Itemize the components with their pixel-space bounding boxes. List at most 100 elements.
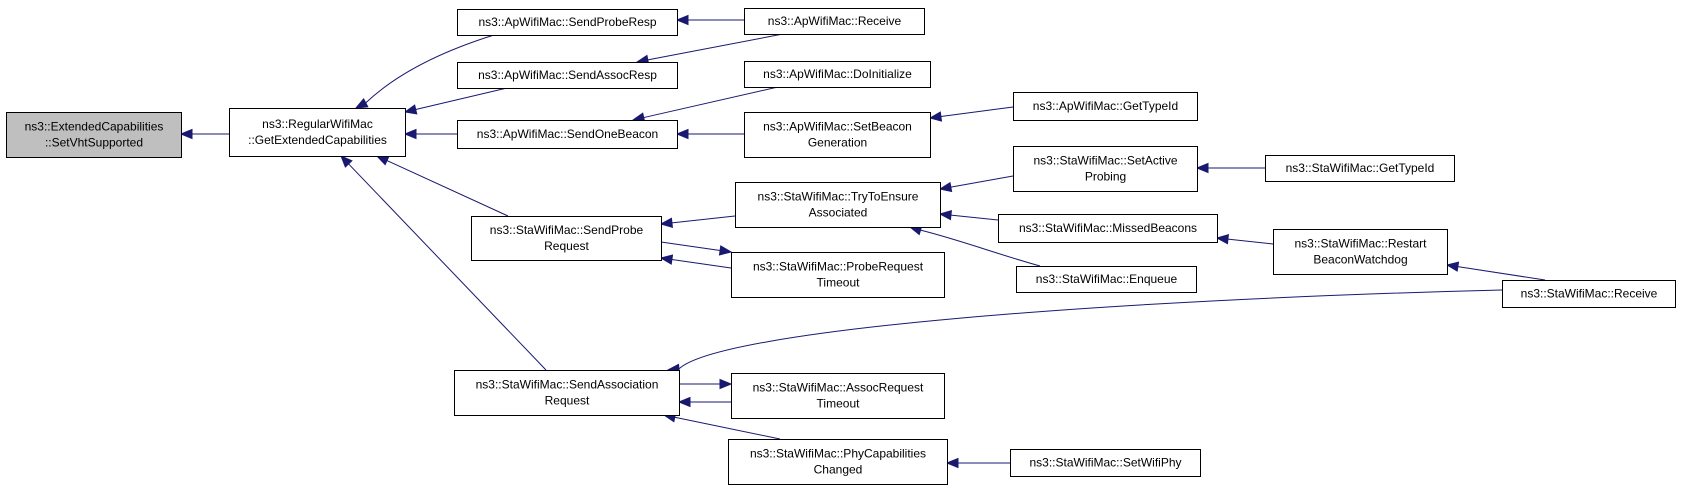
node-box[interactable] [731, 373, 945, 419]
edge-n1-to-n0 [179, 128, 229, 140]
arrowhead [675, 128, 689, 140]
edge-n4-to-n1 [403, 128, 457, 140]
arrowhead [718, 245, 733, 256]
node-box[interactable] [457, 62, 678, 89]
node-box[interactable] [471, 216, 662, 261]
node-label: ns3::StaWifiMac::Restart [1294, 237, 1427, 251]
node-label: ns3::StaWifiMac::MissedBeacons [1019, 221, 1197, 235]
edge-line [660, 241, 721, 251]
node-label: ns3::ApWifiMac::GetTypeId [1033, 99, 1178, 113]
node-box[interactable] [229, 108, 406, 157]
node-n4[interactable]: ns3::ApWifiMac::SendOneBeacon [457, 120, 678, 149]
node-n14[interactable]: ns3::ApWifiMac::GetTypeId [1013, 92, 1198, 121]
edge-n7-to-n2 [675, 14, 744, 26]
node-box[interactable] [744, 8, 925, 35]
node-label: ns3::ApWifiMac::SendAssocResp [478, 68, 657, 82]
node-box[interactable] [1016, 266, 1197, 293]
edge-n10-to-n5 [659, 215, 736, 228]
node-n17[interactable]: ns3::StaWifiMac::Enqueue [1016, 266, 1197, 293]
edge-n12-to-n6 [677, 396, 731, 408]
edge-n14-to-n9 [928, 106, 1014, 122]
edge-n7-to-n3 [635, 33, 784, 65]
node-box[interactable] [998, 214, 1218, 243]
edge-line [386, 160, 509, 217]
edge-n20-to-n16 [1215, 234, 1274, 245]
node-label: Generation [808, 136, 867, 150]
edge-n5-to-n1 [375, 155, 509, 217]
node-box[interactable] [457, 9, 678, 36]
edge-n16-to-n10 [938, 209, 999, 221]
node-label: ns3::StaWifiMac::Enqueue [1036, 272, 1178, 286]
node-box[interactable] [1013, 92, 1198, 121]
node-box[interactable] [731, 252, 945, 298]
node-box[interactable] [6, 112, 182, 158]
node-box[interactable] [454, 370, 680, 416]
arrowhead [719, 378, 733, 390]
node-label: Changed [814, 463, 863, 477]
edge-line [643, 86, 779, 119]
node-box[interactable] [1265, 155, 1455, 182]
node-label: ns3::StaWifiMac::PhyCapabilities [750, 447, 926, 461]
node-n19[interactable]: ns3::StaWifiMac::GetTypeId [1265, 155, 1455, 182]
node-label: ns3::StaWifiMac::SendAssociation [476, 378, 659, 392]
node-box[interactable] [735, 182, 941, 228]
node-label: ::SetVhtSupported [45, 136, 143, 150]
edge-n8-to-n4 [631, 86, 779, 123]
node-n3[interactable]: ns3::ApWifiMac::SendAssocResp [457, 62, 678, 89]
node-label: Probing [1085, 170, 1126, 184]
edge-n6-to-n12 [679, 378, 733, 390]
node-box[interactable] [1273, 229, 1448, 275]
edge-line [940, 106, 1014, 118]
node-label: ns3::ApWifiMac::SendProbeResp [478, 15, 656, 29]
arrowhead [179, 128, 193, 140]
arrowhead [1215, 234, 1229, 245]
node-box[interactable] [728, 439, 948, 485]
edge-line [671, 259, 732, 269]
node-box[interactable] [1010, 449, 1201, 477]
edge-line [920, 229, 1041, 267]
node-box[interactable] [744, 61, 931, 88]
node-label: Associated [809, 206, 868, 220]
node-label: ns3::RegularWifiMac [262, 117, 373, 131]
node-label: ns3::StaWifiMac::Receive [1521, 287, 1658, 301]
arrowhead [375, 155, 390, 166]
edge-n2-to-n1 [354, 34, 495, 109]
node-label: BeaconWatchdog [1313, 253, 1407, 267]
nodes-layer: ns3::ExtendedCapabilities::SetVhtSupport… [6, 8, 1676, 485]
edge-line [365, 34, 495, 104]
edge-line [1227, 238, 1274, 245]
node-box[interactable] [1013, 146, 1198, 192]
node-n18[interactable]: ns3::StaWifiMac::SetWifiPhy [1010, 449, 1201, 477]
node-n8[interactable]: ns3::ApWifiMac::DoInitialize [744, 61, 931, 88]
node-box[interactable] [457, 120, 678, 149]
node-box[interactable] [1502, 280, 1676, 308]
edge-n18-to-n13 [945, 457, 1010, 469]
node-label: ns3::StaWifiMac::SetWifiPhy [1029, 456, 1181, 470]
node-n0[interactable]: ns3::ExtendedCapabilities::SetVhtSupport… [6, 112, 182, 158]
edge-n11-to-n5 [659, 254, 732, 269]
node-label: ns3::ApWifiMac::SendOneBeacon [477, 127, 658, 141]
node-n2[interactable]: ns3::ApWifiMac::SendProbeResp [457, 9, 678, 36]
node-label: Timeout [817, 397, 861, 411]
node-n7[interactable]: ns3::ApWifiMac::Receive [744, 8, 925, 35]
edge-line [1457, 266, 1546, 281]
node-label: ns3::ApWifiMac::SetBeacon [763, 120, 912, 134]
node-label: Timeout [817, 276, 861, 290]
node-label: ns3::StaWifiMac::SendProbe [490, 223, 644, 237]
arrowhead [675, 14, 689, 26]
node-n1[interactable]: ns3::RegularWifiMac::GetExtendedCapabili… [229, 108, 406, 157]
node-label: ns3::StaWifiMac::SetActive [1033, 154, 1177, 168]
node-n16[interactable]: ns3::StaWifiMac::MissedBeacons [998, 214, 1218, 243]
node-box[interactable] [744, 112, 931, 158]
edge-n5-to-n11 [660, 241, 733, 256]
node-n21[interactable]: ns3::StaWifiMac::Receive [1502, 280, 1676, 308]
